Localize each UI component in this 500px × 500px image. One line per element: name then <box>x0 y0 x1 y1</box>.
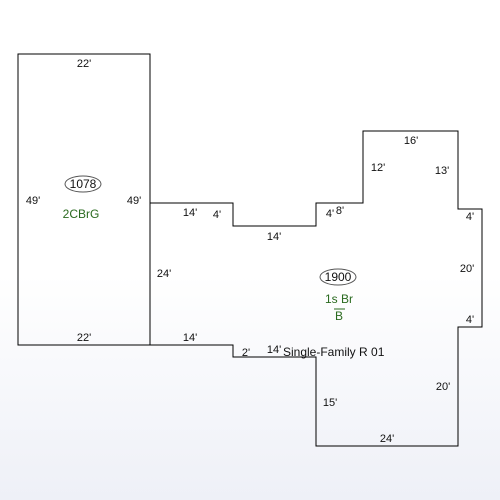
house-notch-up2-dimension: 8' <box>336 205 344 217</box>
house-tower-left-dimension: 12' <box>371 162 385 174</box>
house-lower-left-dimension: 15' <box>323 397 337 409</box>
garage-code: 2CBrG <box>63 207 100 221</box>
house-lower-step-right-dimension: 14' <box>267 344 281 356</box>
house-left-side-dimension: 24' <box>157 268 171 280</box>
garage-left-dimension: 49' <box>26 195 40 207</box>
house-area-value: 1900 <box>325 270 352 284</box>
house-tower-right-dimension: 13' <box>435 165 449 177</box>
house-right-step-in-dimension: 4' <box>466 211 474 223</box>
house-subcode: B <box>335 309 343 323</box>
house-bottom-dimension: 24' <box>380 433 394 445</box>
house-right-step-out-dimension: 4' <box>466 314 474 326</box>
garage-top-dimension: 22' <box>77 58 91 70</box>
garage-outline[interactable] <box>17 53 151 346</box>
house-label: Single-Family R 01 <box>283 345 385 359</box>
house-upper-step-top-dimension: 14' <box>183 207 197 219</box>
house-upper-step-down-dimension: 4' <box>213 209 221 221</box>
garage-right-dimension: 49' <box>127 195 141 207</box>
house-tower-top-dimension: 16' <box>404 135 418 147</box>
house-code: 1s Br <box>325 292 353 306</box>
house-right-side-dimension: 20' <box>460 263 474 275</box>
house-lower-right-dimension: 20' <box>436 381 450 393</box>
house-lower-step-top-dimension: 14' <box>183 332 197 344</box>
house-lower-step-down-dimension: 2' <box>242 347 250 359</box>
house-notch-up-dimension: 4' <box>326 208 334 220</box>
house-outline[interactable] <box>149 130 483 447</box>
garage-area-badge <box>64 175 102 193</box>
house-area-badge <box>319 268 357 286</box>
house-notch-bottom-dimension: 14' <box>267 231 281 243</box>
garage-bottom-dimension: 22' <box>77 332 91 344</box>
garage-area-value: 1078 <box>70 177 97 191</box>
